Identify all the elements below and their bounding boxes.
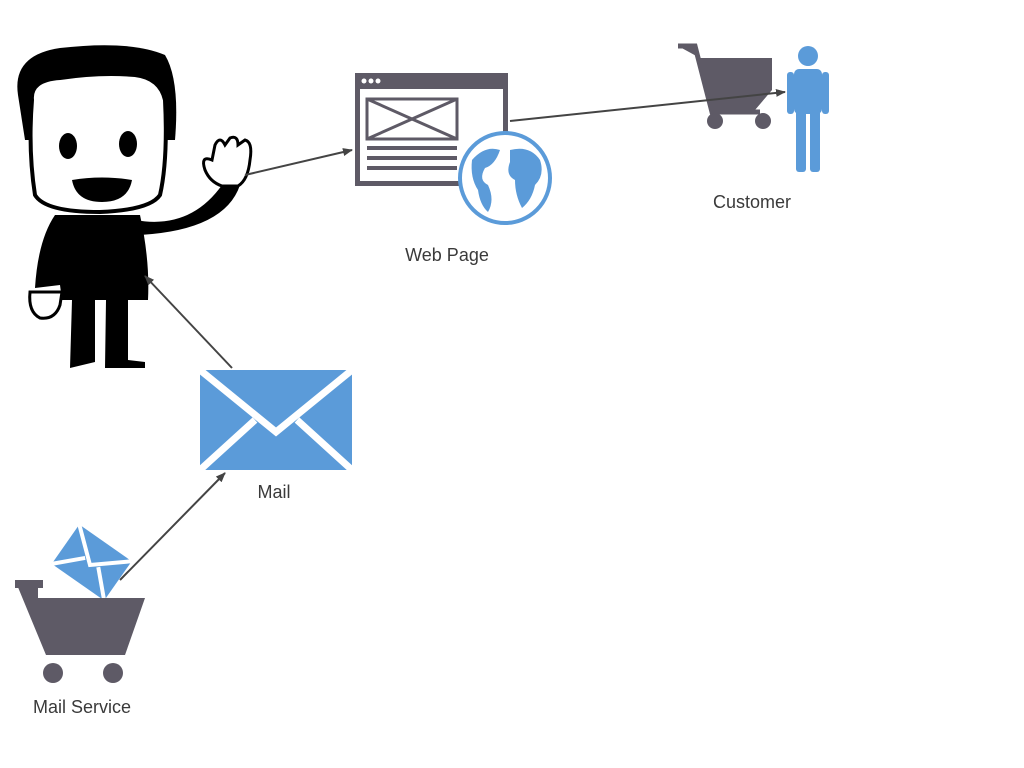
arrow-web-page-to-customer <box>509 88 786 122</box>
globe-icon <box>458 131 552 225</box>
mail-service-cart-icon <box>15 524 145 683</box>
arrow-man-to-web-page <box>244 148 353 176</box>
cartoon-man-icon <box>17 45 253 368</box>
mail-label: Mail <box>257 482 290 502</box>
customer-person-icon <box>787 46 829 172</box>
customer-label: Customer <box>713 192 791 212</box>
mail-envelope-icon <box>197 367 355 473</box>
web-page-icon <box>355 73 508 186</box>
arrow-mail-service-to-mail <box>119 472 226 581</box>
web-page-label: Web Page <box>405 245 489 265</box>
shopping-cart-icon <box>678 43 772 129</box>
mail-service-label: Mail Service <box>33 697 131 717</box>
arrow-mail-to-man <box>144 275 233 369</box>
